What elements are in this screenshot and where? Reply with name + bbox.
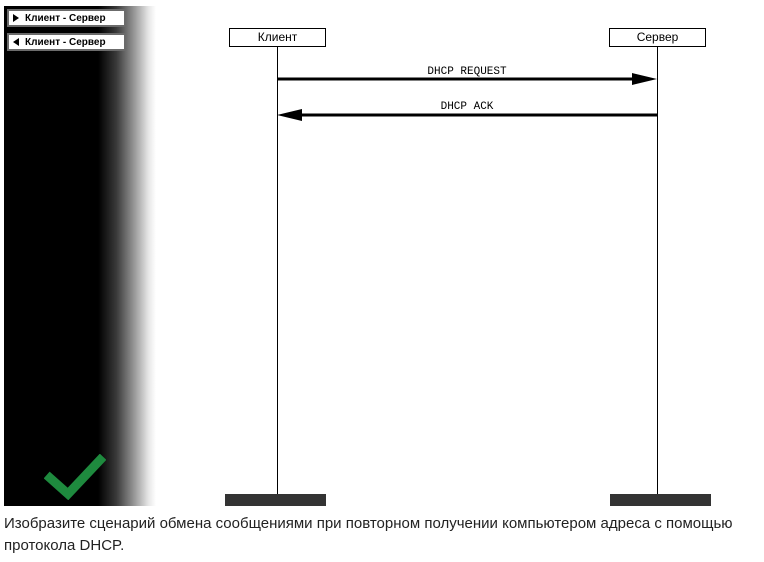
client-lifeline bbox=[277, 47, 278, 494]
task-description: Изобразите сценарий обмена сообщениями п… bbox=[4, 515, 733, 554]
message-ack-label[interactable]: DHCP ACK bbox=[440, 101, 494, 113]
check-mark-icon bbox=[44, 454, 106, 500]
participant-client[interactable]: Клиент bbox=[229, 28, 326, 47]
participant-server[interactable]: Сервер bbox=[609, 28, 706, 47]
server-lifeline-end bbox=[610, 494, 711, 506]
message-palette: Клиент - Сервер Клиент - Сервер bbox=[4, 6, 156, 506]
server-lifeline bbox=[657, 47, 658, 494]
palette-item-client-to-server[interactable]: Клиент - Сервер bbox=[7, 9, 126, 27]
message-request-label[interactable]: DHCP REQUEST bbox=[427, 66, 507, 78]
palette-item-server-to-client[interactable]: Клиент - Сервер bbox=[7, 33, 126, 51]
arrow-right-icon bbox=[13, 14, 19, 22]
palette-item-label: Клиент - Сервер bbox=[25, 36, 106, 48]
client-lifeline-end bbox=[225, 494, 326, 506]
palette-item-label: Клиент - Сервер bbox=[25, 12, 106, 24]
arrow-left-icon bbox=[13, 38, 19, 46]
